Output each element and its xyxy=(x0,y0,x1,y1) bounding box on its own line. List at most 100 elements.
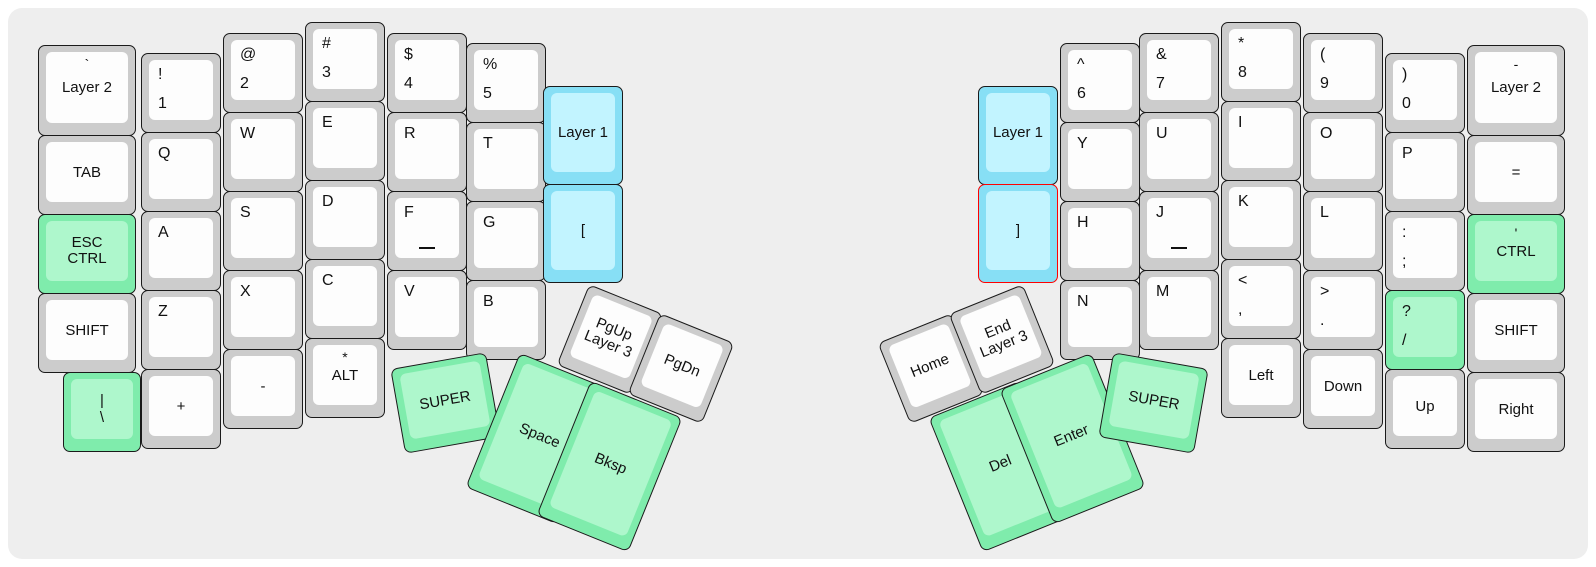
key-minus-left[interactable]: - xyxy=(223,349,303,429)
key-legend-main: U xyxy=(1156,125,1168,142)
key-legend-main: Left xyxy=(1248,366,1274,384)
key-z[interactable]: Z xyxy=(141,290,221,370)
key-x[interactable]: X xyxy=(223,270,303,350)
keycap: Up xyxy=(1393,376,1457,436)
key-r[interactable]: R xyxy=(387,112,467,192)
key-legend-main: H xyxy=(1077,214,1089,231)
keycap: H xyxy=(1068,208,1132,268)
key-q[interactable]: Q xyxy=(141,132,221,212)
key-legend-main: Z xyxy=(158,303,168,320)
key-legend-base: 0 xyxy=(1402,95,1411,112)
key-down-arrow[interactable]: Down xyxy=(1303,349,1383,429)
key-7[interactable]: & 7 xyxy=(1139,33,1219,113)
keycap: V xyxy=(395,277,459,337)
key-d[interactable]: D xyxy=(305,180,385,260)
key-i[interactable]: I xyxy=(1221,101,1301,181)
key-comma[interactable]: < , xyxy=(1221,259,1301,339)
key-p[interactable]: P xyxy=(1385,132,1465,212)
key-up-arrow[interactable]: Up xyxy=(1385,369,1465,449)
keycap: ' CTRL xyxy=(1475,221,1557,281)
key-1[interactable]: ! 1 xyxy=(141,53,221,133)
key-legend-shift: % xyxy=(483,56,498,73)
key-semicolon[interactable]: : ; xyxy=(1385,211,1465,291)
key-y[interactable]: Y xyxy=(1060,122,1140,202)
key-legend-main: ALT xyxy=(331,366,359,384)
keycap: R xyxy=(395,119,459,179)
key-equals[interactable]: = xyxy=(1467,135,1565,215)
key-k[interactable]: K xyxy=(1221,180,1301,260)
keycap: F xyxy=(395,198,459,258)
keycap: S xyxy=(231,198,295,258)
key-j[interactable]: J xyxy=(1139,191,1219,271)
key-legend-main: Bksp xyxy=(591,449,630,478)
key-3[interactable]: # 3 xyxy=(305,22,385,102)
key-legend-base: , xyxy=(1238,301,1243,318)
key-left-arrow[interactable]: Left xyxy=(1221,338,1301,418)
key-n[interactable]: N xyxy=(1060,280,1140,360)
keyboard-board: ` Layer 2 TAB ESC CTRL SHIFT xyxy=(8,8,1588,559)
key-slash[interactable]: ? / xyxy=(1385,290,1465,370)
keycap: P xyxy=(1393,139,1457,199)
key-5[interactable]: % 5 xyxy=(466,43,546,123)
key-esc-ctrl[interactable]: ESC CTRL xyxy=(38,214,136,294)
key-v[interactable]: V xyxy=(387,270,467,350)
key-l[interactable]: L xyxy=(1303,191,1383,271)
key-bracket-left[interactable]: [ xyxy=(543,184,623,283)
key-legend-main: X xyxy=(240,283,251,300)
key-plus-left[interactable]: + xyxy=(141,369,221,449)
key-2[interactable]: @ 2 xyxy=(223,33,303,113)
keycap: D xyxy=(313,187,377,247)
key-period[interactable]: > . xyxy=(1303,270,1383,350)
key-u[interactable]: U xyxy=(1139,112,1219,192)
keycap: ] xyxy=(986,191,1050,270)
keycap: I xyxy=(1229,108,1293,168)
key-legend-shift: ) xyxy=(1402,66,1408,83)
key-layer2-left[interactable]: ` Layer 2 xyxy=(38,45,136,136)
key-super-right[interactable]: SUPER xyxy=(1098,352,1209,454)
key-bracket-right[interactable]: ] xyxy=(978,184,1058,283)
key-pipe-backslash[interactable]: | \ xyxy=(63,372,141,452)
key-8[interactable]: * 8 xyxy=(1221,22,1301,102)
key-legend-main: PgUp Layer 3 xyxy=(581,314,635,361)
key-b[interactable]: B xyxy=(466,280,546,360)
key-right-arrow[interactable]: Right xyxy=(1467,372,1565,452)
key-alt[interactable]: * ALT xyxy=(305,338,385,418)
key-legend-main: Y xyxy=(1077,135,1088,152)
key-layer2-right[interactable]: - Layer 2 xyxy=(1467,45,1565,136)
key-m[interactable]: M xyxy=(1139,270,1219,350)
key-f[interactable]: F xyxy=(387,191,467,271)
key-layer1-left[interactable]: Layer 1 xyxy=(543,86,623,185)
key-legend-main: T xyxy=(483,135,493,152)
key-0[interactable]: ) 0 xyxy=(1385,53,1465,133)
key-legend-main: - xyxy=(260,377,266,395)
key-h[interactable]: H xyxy=(1060,201,1140,281)
keycap: : ; xyxy=(1393,218,1457,278)
key-legend-base: 6 xyxy=(1077,85,1086,102)
key-s[interactable]: S xyxy=(223,191,303,271)
key-tab[interactable]: TAB xyxy=(38,135,136,215)
key-a[interactable]: A xyxy=(141,211,221,291)
key-shift-right[interactable]: SHIFT xyxy=(1467,293,1565,373)
keycap: * 8 xyxy=(1229,29,1293,89)
keycap: End Layer 3 xyxy=(958,293,1044,380)
key-ctrl-right[interactable]: ' CTRL xyxy=(1467,214,1565,294)
key-c[interactable]: C xyxy=(305,259,385,339)
key-o[interactable]: O xyxy=(1303,112,1383,192)
key-legend-shift: ` xyxy=(84,56,90,72)
key-w[interactable]: W xyxy=(223,112,303,192)
key-shift-left[interactable]: SHIFT xyxy=(38,293,136,373)
key-9[interactable]: ( 9 xyxy=(1303,33,1383,113)
key-legend-base: ; xyxy=(1402,253,1407,270)
key-t[interactable]: T xyxy=(466,122,546,202)
key-legend-main: ESC CTRL xyxy=(67,234,107,267)
key-legend-shift: * xyxy=(342,349,348,365)
key-legend-shift: | xyxy=(100,392,104,409)
key-e[interactable]: E xyxy=(305,101,385,181)
key-4[interactable]: $ 4 xyxy=(387,33,467,113)
key-6[interactable]: ^ 6 xyxy=(1060,43,1140,123)
key-g[interactable]: G xyxy=(466,201,546,281)
key-layer1-right[interactable]: Layer 1 xyxy=(978,86,1058,185)
keycap: SHIFT xyxy=(1475,300,1557,360)
key-legend-shift: > xyxy=(1320,283,1330,300)
key-legend-main: K xyxy=(1238,193,1249,210)
